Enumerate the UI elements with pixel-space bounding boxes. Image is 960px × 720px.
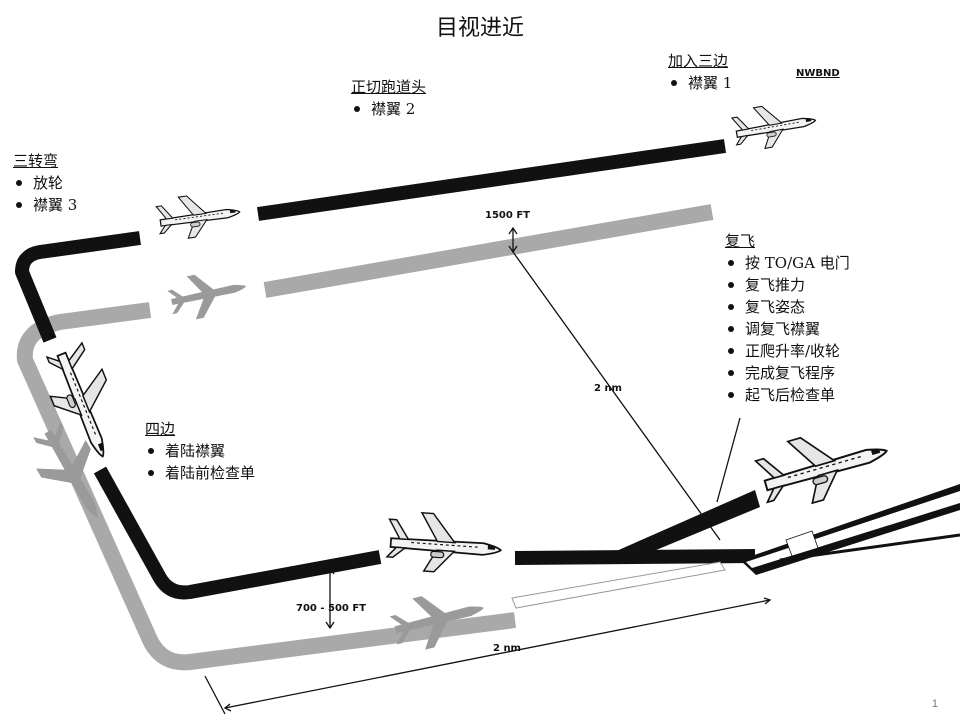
base-turn-item: 放轮	[13, 172, 77, 194]
crosswind-box: 加入三边 襟翼 1	[668, 50, 732, 94]
go-around-item: 调复飞襟翼	[725, 318, 850, 340]
final-item: 着陆前检查单	[145, 462, 255, 484]
runway	[511, 484, 960, 609]
crosswind-item: 襟翼 1	[668, 72, 732, 94]
base-turn-heading: 三转弯	[13, 152, 59, 170]
final-distance-label: 2 nm	[493, 643, 521, 654]
abeam-threshold-box: 正切跑道头 襟翼 2	[351, 76, 426, 120]
go-around-box: 复飞 按 TO/GA 电门 复飞推力 复飞姿态 调复飞襟翼 正爬升率/收轮 完成…	[725, 230, 850, 406]
plane-go-around	[751, 415, 896, 516]
final-altitude-label: 700 - 500 FT	[296, 603, 366, 614]
crosswind-heading: 加入三边	[668, 52, 729, 70]
plane-shadow-base	[165, 264, 251, 325]
plane-base-turn	[154, 188, 243, 243]
final-heading: 四边	[145, 420, 176, 438]
final-item: 着陆襟翼	[145, 440, 255, 462]
plane-flare	[385, 509, 504, 578]
abeam-threshold-item: 襟翼 2	[351, 98, 426, 120]
downwind-altitude-label: 1500 FT	[485, 210, 530, 221]
downwind-distance-label: 2 nm	[594, 383, 622, 394]
base-turn-box: 三转弯 放轮 襟翼 3	[13, 150, 77, 216]
go-around-item: 正爬升率/收轮	[725, 340, 850, 362]
final-box: 四边 着陆襟翼 着陆前检查单	[145, 418, 255, 484]
go-around-item: 起飞后检查单	[725, 384, 850, 406]
go-around-item: 复飞姿态	[725, 296, 850, 318]
dimension-lines	[204, 226, 772, 715]
go-around-item: 按 TO/GA 电门	[725, 252, 850, 274]
flight-path	[15, 139, 756, 600]
go-around-heading: 复飞	[725, 232, 756, 250]
page-number: 1	[931, 698, 938, 710]
go-around-climb-path	[605, 490, 760, 560]
plane-crosswind	[730, 96, 820, 154]
abeam-threshold-heading: 正切跑道头	[351, 78, 427, 96]
logo-text: NWBND	[796, 68, 840, 79]
ground-track-shadow	[16, 204, 714, 671]
go-around-item: 完成复飞程序	[725, 362, 850, 384]
page-title: 目视进近	[435, 16, 524, 41]
base-turn-item: 襟翼 3	[13, 194, 77, 216]
go-around-item: 复飞推力	[725, 274, 850, 296]
